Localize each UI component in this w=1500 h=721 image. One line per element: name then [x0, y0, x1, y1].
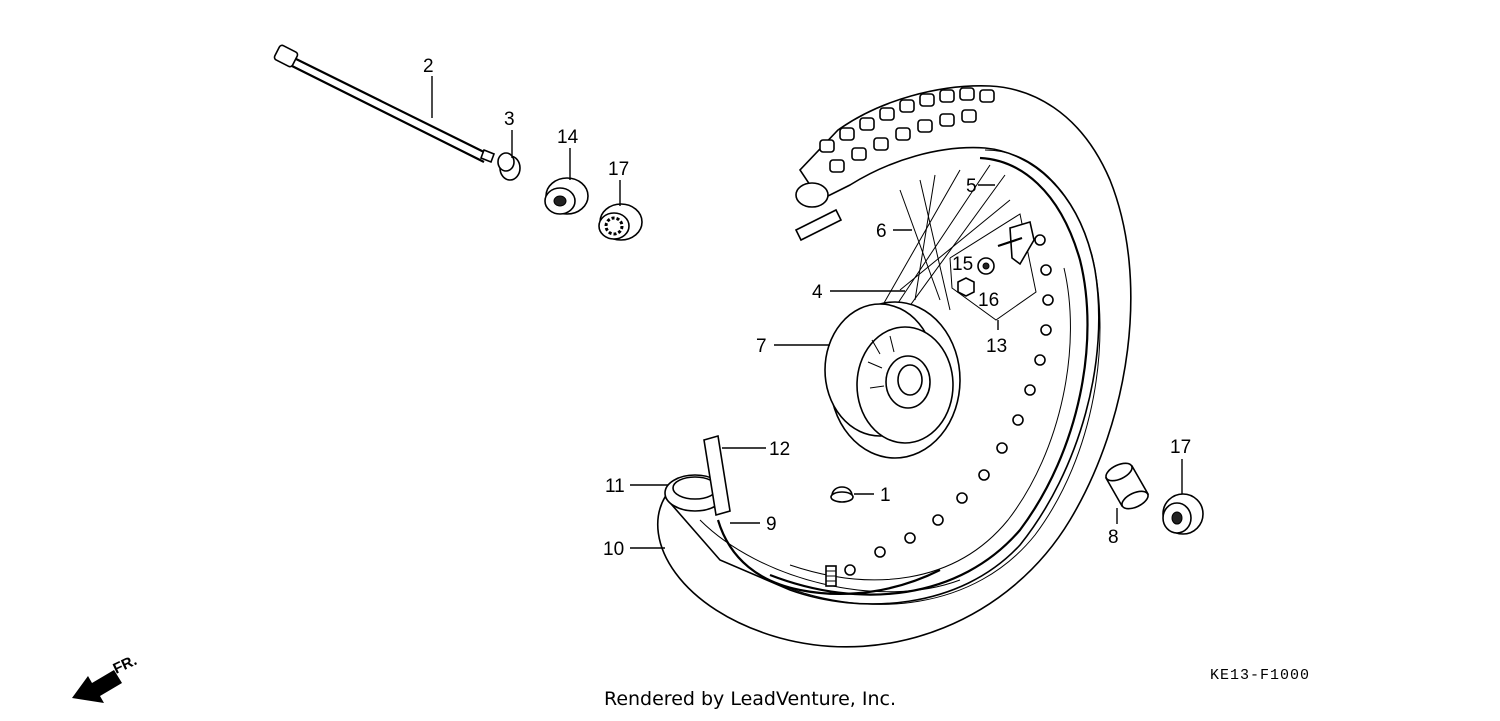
part-collar[interactable]	[497, 152, 521, 181]
callout-7: 7	[756, 336, 767, 357]
part-bearing-14[interactable]	[544, 177, 589, 215]
callout-11: 11	[605, 476, 625, 497]
part-tire[interactable]	[656, 85, 1132, 648]
rim-holes	[844, 234, 1054, 576]
callout-9: 9	[766, 514, 777, 535]
diagram-code: KE13-F1000	[1210, 667, 1311, 684]
callout-13: 13	[986, 336, 1007, 357]
part-valve-stem[interactable]	[825, 565, 837, 587]
callout-16: 16	[978, 290, 999, 311]
part-valve-strip[interactable]	[703, 434, 731, 517]
callouts: 2 3 14 17 5 6 15 16 4 13 7 12 11 1 9 10 …	[423, 56, 1191, 560]
part-spoke-nipple-set[interactable]	[949, 213, 1037, 321]
callout-17-right: 17	[1170, 437, 1191, 458]
front-arrow-icon	[72, 670, 122, 703]
part-hub[interactable]	[824, 301, 961, 459]
part-tube-stub[interactable]	[794, 182, 843, 242]
callout-3: 3	[504, 109, 515, 130]
leader-lines	[431, 76, 1183, 549]
callout-8: 8	[1108, 527, 1119, 548]
front-label: FR.	[111, 652, 140, 678]
part-collar-right[interactable]	[1103, 460, 1150, 513]
callout-5: 5	[966, 176, 977, 197]
part-bearing-17-right[interactable]	[1162, 493, 1204, 535]
part-bearing-17-top[interactable]	[598, 203, 643, 241]
callout-1: 1	[880, 485, 891, 506]
callout-2: 2	[423, 56, 434, 77]
callout-4: 4	[812, 282, 823, 303]
callout-17-top: 17	[608, 159, 629, 180]
part-axle[interactable]	[273, 44, 496, 164]
part-cap[interactable]	[830, 486, 854, 503]
callout-6: 6	[876, 221, 887, 242]
tire-tread	[819, 87, 995, 173]
credit-text: Rendered by LeadVenture, Inc.	[603, 688, 897, 710]
part-tube[interactable]	[664, 474, 726, 512]
callout-12: 12	[769, 439, 790, 460]
callout-10: 10	[603, 539, 624, 560]
part-rim-strip[interactable]	[716, 519, 941, 595]
callout-15: 15	[952, 254, 973, 275]
part-rim[interactable]	[769, 149, 1101, 605]
callout-14: 14	[557, 127, 579, 148]
